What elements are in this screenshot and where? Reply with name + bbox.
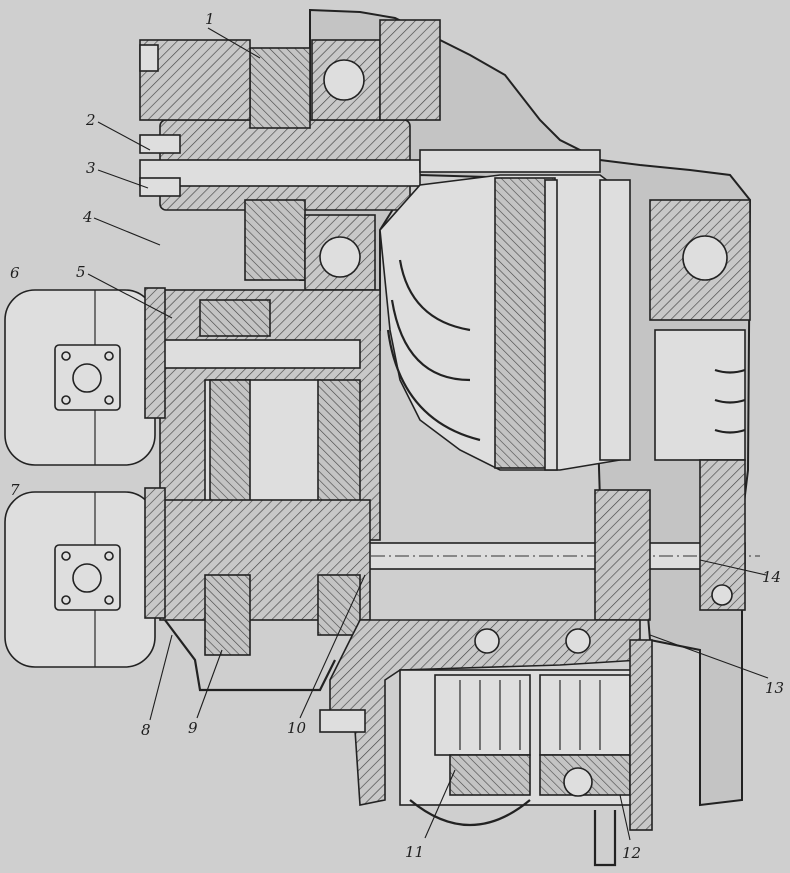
- clutch-plate-1: [544, 179, 558, 471]
- clutch-plate-2: [599, 179, 631, 461]
- lower-right-bearing-ball: [711, 584, 733, 606]
- gear-block-right: [317, 574, 361, 636]
- bolt-top-left: [139, 44, 159, 72]
- leader-12: [619, 794, 631, 841]
- right-cam-slots: [714, 368, 746, 434]
- motor-7-bolt-1: [61, 551, 71, 561]
- bolt-cap-2: [139, 134, 181, 154]
- bolt-bottom: [319, 709, 366, 733]
- magnet-coil-right: [539, 674, 631, 756]
- right-cam-block: [654, 329, 746, 461]
- spring-rod: [419, 149, 601, 173]
- callout-13: 13: [765, 679, 784, 697]
- leader-5: [87, 273, 173, 319]
- callout-4: 4: [82, 208, 93, 226]
- clutch-spring-curve-3: [386, 329, 481, 442]
- motor-6-flange: [144, 287, 166, 419]
- callout-8: 8: [141, 721, 151, 739]
- callout-2: 2: [85, 111, 96, 129]
- bottom-arc: [409, 799, 531, 826]
- top-gear: [249, 47, 311, 129]
- mid-gear: [244, 199, 306, 281]
- mid-gear-block: [209, 379, 251, 511]
- callout-14: 14: [762, 568, 781, 586]
- right-gear-block: [317, 379, 361, 511]
- top-bearing-ball: [323, 59, 365, 101]
- leader-4: [93, 217, 161, 246]
- leader-9: [196, 649, 223, 719]
- mid-bearing-ball: [319, 236, 361, 278]
- motor-6-bolt-3: [61, 395, 71, 405]
- motor-7-bolt-4: [104, 595, 114, 605]
- motor-7-flange: [144, 487, 166, 619]
- leader-13: [649, 634, 769, 679]
- leader-8: [149, 634, 173, 721]
- lower-left-bracket: [164, 619, 336, 692]
- callout-10: 10: [287, 719, 307, 737]
- gear-9: [204, 574, 251, 656]
- clutch-spring-curve-1: [398, 259, 471, 332]
- callout-7: 7: [10, 481, 20, 499]
- top-flange: [379, 19, 441, 121]
- callout-12: 12: [622, 844, 641, 862]
- leader-2: [97, 121, 151, 151]
- magnet-coil-left: [434, 674, 531, 756]
- sliding-gear: [199, 299, 271, 337]
- callout-1: 1: [205, 10, 215, 28]
- magnet-base-left: [449, 754, 531, 796]
- callout-6: 6: [10, 264, 20, 282]
- casing-hole-1: [474, 628, 500, 654]
- callout-9: 9: [188, 719, 198, 737]
- motor-6-bolt-1: [61, 351, 71, 361]
- right-bearing-ball: [682, 235, 728, 281]
- leader-1: [207, 27, 261, 59]
- leader-3: [97, 169, 149, 189]
- bearing-13: [594, 489, 651, 621]
- magnet-coil-lines: [459, 680, 601, 750]
- callout-3: 3: [86, 159, 96, 177]
- adjust-screw: [563, 767, 593, 797]
- upper-shaft: [139, 159, 421, 187]
- callout-5: 5: [76, 263, 86, 281]
- clutch-spring-curve-2: [390, 299, 471, 382]
- motor-6-bolt-4: [104, 395, 114, 405]
- leader-14: [699, 559, 767, 576]
- motor-6-bolt-2: [104, 351, 114, 361]
- motor-6-terminal-port: [72, 363, 102, 393]
- leader-11: [424, 769, 456, 839]
- bottom-pin: [593, 810, 617, 867]
- motor-7-terminal-port: [72, 563, 102, 593]
- motor-7-bolt-2: [104, 551, 114, 561]
- shaft-5: [159, 339, 361, 369]
- motor-7-bolt-3: [61, 595, 71, 605]
- leader-10: [299, 574, 366, 719]
- casing-hole-2: [565, 628, 591, 654]
- callout-11: 11: [405, 843, 424, 861]
- bolt-cap-3: [139, 177, 181, 197]
- lever-12: [629, 639, 653, 831]
